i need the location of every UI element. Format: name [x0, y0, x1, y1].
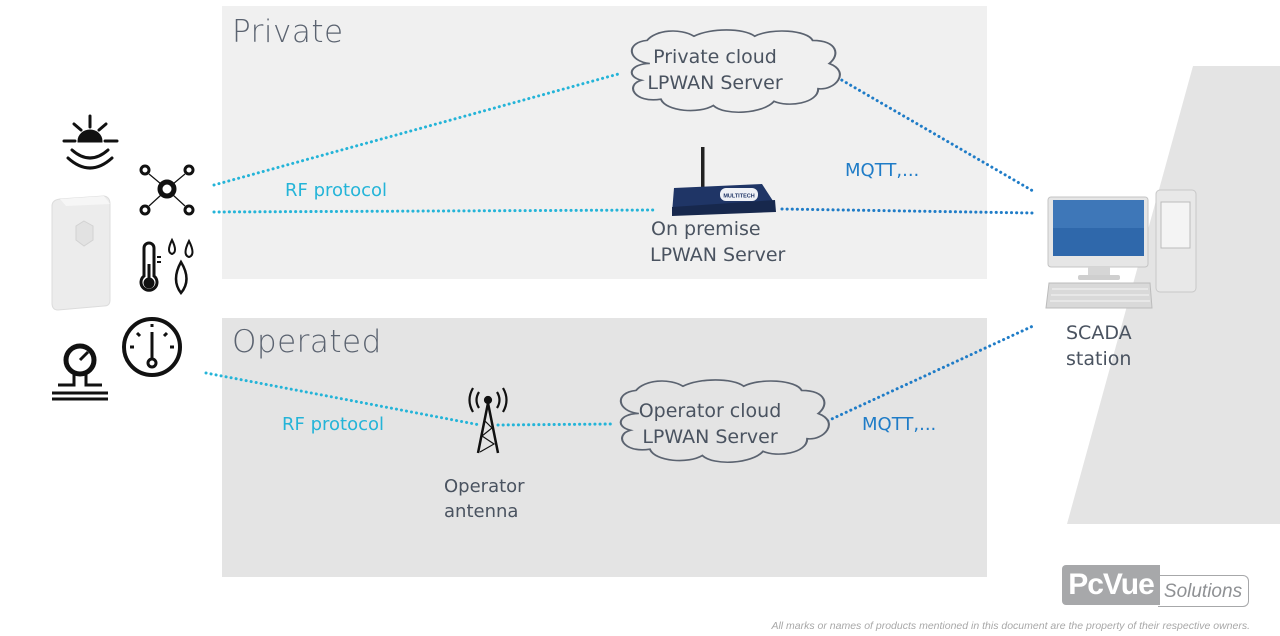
private-cloud-icon	[630, 29, 841, 114]
antenna-tower-icon	[468, 387, 508, 454]
disclaimer-text: All marks or names of products mentioned…	[771, 620, 1250, 632]
operated-zone-title: Operated	[232, 324, 382, 360]
rf-link-sensors-to-premise-server	[212, 208, 657, 214]
scada-station-label: SCADA station	[1066, 320, 1132, 372]
private-zone-title: Private	[232, 14, 344, 50]
operator-antenna-label-line2: antenna	[444, 501, 519, 522]
rf-link-sensors-to-private-cloud	[212, 71, 624, 187]
pressure-gauge-icon	[52, 343, 108, 401]
operator-antenna-label-line1: Operator	[444, 476, 525, 497]
private-cloud-label-line2: LPWAN Server	[647, 72, 783, 94]
rf-link-antenna-to-operator-cloud	[496, 422, 614, 427]
svg-text:MULTITECH: MULTITECH	[723, 194, 754, 200]
private-mqtt-label: MQTT,...	[845, 160, 920, 181]
logo-sub-text: Solutions	[1158, 575, 1249, 607]
operator-antenna-label: Operator antenna	[444, 474, 525, 524]
private-cloud-label: Private cloud LPWAN Server	[640, 44, 790, 96]
temperature-humidity-icon	[139, 237, 194, 295]
operator-cloud-label-line1: Operator cloud	[638, 400, 782, 422]
logo-main-text: PcVue	[1062, 565, 1160, 605]
scada-station-label-line2: station	[1066, 348, 1132, 370]
private-zone-panel: Private	[222, 6, 987, 279]
mqtt-link-premise-server-to-scada	[780, 207, 1035, 215]
network-node-icon	[139, 164, 195, 216]
operator-cloud-label-line2: LPWAN Server	[642, 426, 778, 448]
scada-computer-icon	[1045, 189, 1197, 309]
operated-zone-panel: Operated	[222, 318, 987, 577]
lpwan-gateway-icon: MULTITECH	[672, 147, 776, 216]
lorawan-sensor-device	[51, 195, 111, 311]
premise-server-label-line1: On premise	[651, 218, 761, 240]
private-cloud-label-line1: Private cloud	[653, 46, 777, 68]
mqtt-link-operator-cloud-to-scada	[821, 324, 1035, 425]
operated-mqtt-label: MQTT,...	[862, 414, 937, 435]
dial-gauge-icon	[122, 317, 182, 377]
right-trapezoid	[1067, 66, 1280, 524]
pcvue-solutions-logo: PcVue Solutions	[1062, 565, 1250, 609]
operator-cloud-label: Operator cloud LPWAN Server	[620, 398, 800, 450]
operated-rf-protocol-label: RF protocol	[282, 414, 385, 435]
scada-station-label-line1: SCADA	[1066, 322, 1132, 344]
mqtt-link-private-cloud-to-scada	[831, 73, 1035, 193]
private-rf-protocol-label: RF protocol	[285, 180, 388, 201]
rf-link-sensors-to-antenna	[204, 371, 482, 427]
premise-server-label: On premise LPWAN Server	[640, 216, 830, 268]
light-sensor-icon	[62, 114, 119, 170]
premise-server-label-line2: LPWAN Server	[650, 244, 786, 266]
operator-cloud-icon	[619, 379, 830, 464]
